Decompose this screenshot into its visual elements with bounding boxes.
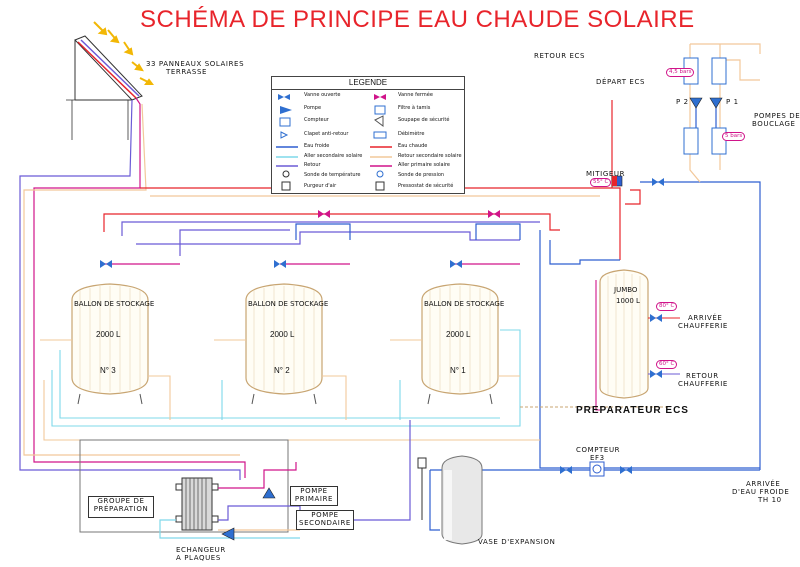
preparateur-label: PREPARATEUR ECS <box>576 405 689 416</box>
retour-ecs-label: RETOUR ECS <box>534 52 586 60</box>
legend-item: Retour secondaire solaire <box>398 153 462 159</box>
pompe-primaire-symbol <box>262 487 276 499</box>
storage-tank-3 <box>71 283 149 405</box>
tank-2-capacity: 2000 L <box>270 330 295 339</box>
storage-tank-2 <box>245 283 323 405</box>
mitigeur-temp-badge: 55° C <box>590 178 612 187</box>
legend-item: Eau froide <box>304 143 330 149</box>
echangeur-label-1: ECHANGEUR <box>176 546 226 554</box>
pompes-label-2: BOUCLAGE <box>752 120 796 128</box>
compteur-label-2: EF3 <box>590 454 605 462</box>
pompe-secondaire-2: SECONDAIRE <box>299 519 351 527</box>
pump-p1-label: P 1 <box>726 98 739 106</box>
panels-label: 33 PANNEAUX SOLAIRES <box>146 60 245 68</box>
pompes-label-1: POMPES DE <box>754 112 800 120</box>
arrivee-temp-badge: 80° C <box>656 302 678 311</box>
groupe-label-1: GROUPE DE <box>97 497 145 505</box>
legend-item: Sonde de pression <box>398 172 445 178</box>
mitigeur-valve <box>611 175 623 187</box>
legend-item: Retour <box>304 162 321 168</box>
pompe-primaire-box: POMPE PRIMAIRE <box>290 486 338 506</box>
arrivee-eau-1: ARRIVÉE <box>746 480 781 488</box>
legend-item: Vanne ouverte <box>304 92 341 98</box>
legend-item: Débimètre <box>398 131 425 137</box>
storage-tank-1 <box>421 283 499 405</box>
groupe-label-2: PRÉPARATION <box>93 505 149 513</box>
legend-item: Clapet anti-retour <box>304 131 349 137</box>
pompe-secondaire-symbol <box>221 527 235 541</box>
legend-item: Purgeur d'air <box>304 183 337 189</box>
retour-chaufferie-1: RETOUR <box>686 372 719 380</box>
compteur-ef3 <box>589 461 605 477</box>
retour-temp-badge: 60° C <box>656 360 678 369</box>
page-title: SCHÉMA DE PRINCIPE EAU CHAUDE SOLAIRE <box>140 6 695 33</box>
jumbo-tank <box>599 269 649 399</box>
sun-rays <box>93 21 154 85</box>
mitigeur-label: MITIGEUR <box>586 170 626 178</box>
legend-item: Pressostat de sécurité <box>398 183 454 189</box>
legend-item: Sonde de température <box>304 172 361 178</box>
arrivee-eau-3: TH 10 <box>758 496 782 504</box>
jumbo-label: JUMBO <box>614 286 638 294</box>
legend-item: Soupape de sécurité <box>398 117 450 123</box>
legend-item: Pompe <box>304 105 322 111</box>
pressure-badge-4-5: 4,5 bars <box>666 68 695 77</box>
tank-2-number: N° 2 <box>274 366 290 375</box>
bouclage-pumps <box>683 57 727 155</box>
echangeur-label-2: A PLAQUES <box>176 554 221 562</box>
pump-p2-label: P 2 <box>676 98 689 106</box>
groupe-preparation-frame <box>79 439 289 533</box>
pompe-secondaire-1: POMPE <box>311 511 339 519</box>
tank-3-label: BALLON DE STOCKAGE <box>74 300 155 308</box>
top-distribution-pipes <box>100 100 761 470</box>
groupe-box: GROUPE DE PRÉPARATION <box>88 496 154 518</box>
jumbo-capacity: 1000 L <box>616 297 640 305</box>
pressure-badge-5: 5 bars <box>722 132 746 141</box>
tank-secondary-pipes <box>40 329 540 441</box>
pompe-primaire-2: PRIMAIRE <box>294 495 334 503</box>
expansion-connector <box>417 457 427 520</box>
valve-symbols <box>100 178 664 474</box>
pompe-secondaire-box: POMPE SECONDAIRE <box>296 510 354 530</box>
legend-item: Aller primaire solaire <box>398 162 451 168</box>
tank-1-capacity: 2000 L <box>446 330 471 339</box>
vase-label: VASE D'EXPANSION <box>478 538 556 546</box>
legend-item: Filtre à tamis <box>398 105 431 111</box>
plate-exchanger <box>175 477 219 531</box>
tank-3-capacity: 2000 L <box>96 330 121 339</box>
legend-item: Vanne fermée <box>398 92 433 98</box>
tank-2-label: BALLON DE STOCKAGE <box>248 300 329 308</box>
pompe-primaire-1: POMPE <box>300 487 328 495</box>
panels-sub-label: TERRASSE <box>166 68 208 76</box>
legend-title: LEGENDE <box>272 77 464 90</box>
tank-1-label: BALLON DE STOCKAGE <box>424 300 505 308</box>
compteur-label-1: COMPTEUR <box>576 446 621 454</box>
arrivee-chaufferie-2: CHAUFFERIE <box>678 322 728 330</box>
depart-ecs-label: DÉPART ECS <box>596 78 645 86</box>
arrivee-eau-2: D'EAU FROIDE <box>732 488 790 496</box>
expansion-vessel <box>441 455 483 545</box>
solar-panel-array <box>66 35 143 140</box>
primary-solar-loop <box>19 97 246 480</box>
arrivee-chaufferie-1: ARRIVÉE <box>688 314 723 322</box>
legend-panel: LEGENDE Vanne ouverte Pompe Compteur Cla… <box>271 76 465 194</box>
tank-1-number: N° 1 <box>450 366 466 375</box>
legend-item: Aller secondaire solaire <box>304 153 363 159</box>
retour-chaufferie-2: CHAUFFERIE <box>678 380 728 388</box>
legend-item: Compteur <box>304 117 329 123</box>
tank-3-number: N° 3 <box>100 366 116 375</box>
legend-item: Eau chaude <box>398 143 428 149</box>
legend-symbols <box>276 94 392 191</box>
